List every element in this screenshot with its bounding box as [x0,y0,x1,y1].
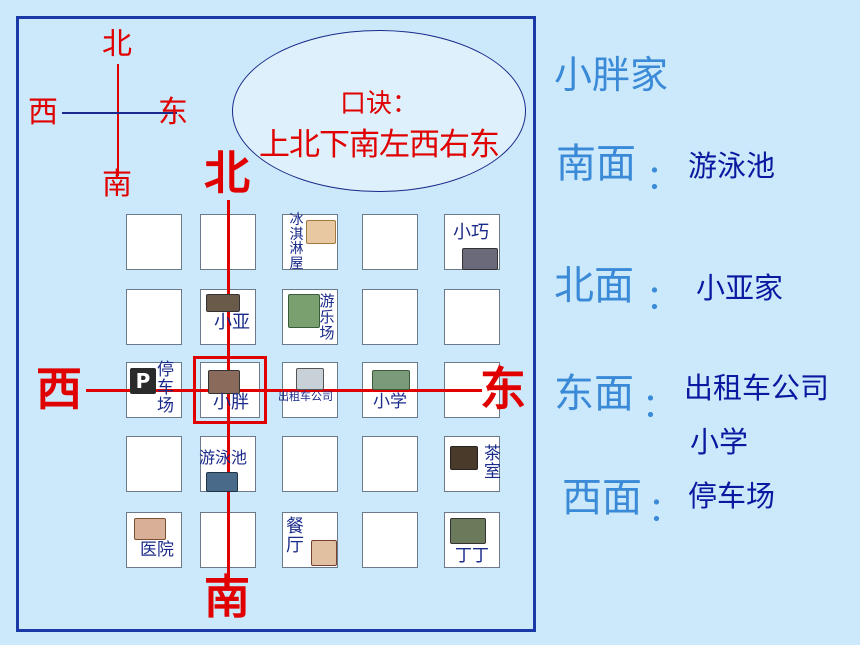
parking-icon: P [130,368,156,394]
place-taxi: 出租车公司 [278,390,333,403]
grid-cell [282,436,338,492]
compass-west: 西 [28,95,58,130]
compass-east: 东 [158,95,188,130]
grid-cell [444,289,500,345]
place-dingding: 丁丁 [455,546,489,566]
compass-south: 南 [102,167,132,202]
west-label: 西面 [562,475,642,521]
school-icon [372,370,410,390]
place-playground: 游乐场 [319,292,335,342]
south-value: 游泳池 [688,149,776,183]
south-label: 南面 [556,141,636,187]
north-value: 小亚家 [696,271,784,305]
grid-cell [126,289,182,345]
place-parking: 停车场 [157,360,174,416]
compass-vertical-line [117,64,119,176]
dingding-avatar-icon [450,518,486,544]
grid-cell [126,436,182,492]
hospital-icon [134,518,166,540]
icecream-icon [306,220,336,244]
map-frame [16,16,536,632]
axis-south: 南 [204,570,250,624]
place-xiaoya: 小亚 [214,312,250,333]
taxi-icon [296,368,324,390]
axis-east: 东 [480,362,526,416]
playground-icon [288,294,320,328]
grid-cell [362,512,418,568]
axis-west: 西 [36,362,82,416]
place-icecream: 冰淇淋屋 [289,212,304,273]
compass-north: 北 [102,27,132,62]
east-value-1: 出租车公司 [684,371,830,405]
west-colon: ： [648,490,682,530]
home-title: 小胖家 [554,53,669,97]
xiaoqiao-avatar-icon [462,248,498,270]
tea-icon [450,446,478,470]
place-pool: 游泳池 [199,448,248,467]
east-value-2: 小学 [690,425,749,459]
axis-north: 北 [204,146,250,200]
compass-horizontal-line [62,112,177,114]
west-east-axis [86,389,482,392]
xiaopang-highlight [193,356,267,424]
restaurant-icon [311,540,337,566]
south-colon: ： [646,158,680,198]
place-hospital: 医院 [140,540,174,560]
grid-cell [126,214,182,270]
xiaopang-avatar-icon [208,370,240,394]
north-colon: ： [646,278,680,318]
east-label: 东面 [554,371,634,417]
mnemonic-title: 口诀： [339,89,418,119]
grid-cell [126,512,182,568]
grid-cell [362,436,418,492]
east-colon: ： [642,386,676,426]
place-school: 小学 [373,392,407,412]
place-xiaoqiao: 小巧 [453,222,489,243]
west-value: 停车场 [688,479,776,513]
grid-cell [362,289,418,345]
place-tea: 茶室 [484,444,501,482]
pool-icon [206,472,238,492]
mnemonic-text: 上北下南左西右东 [259,127,500,163]
xiaoya-avatar-icon [206,294,240,312]
grid-cell [362,214,418,270]
small-compass: 北 西 东 南 [22,26,202,200]
north-label: 北面 [554,263,634,309]
mnemonic-bubble: 口诀： 上北下南左西右东 [232,30,526,192]
place-restaurant: 餐厅 [286,516,304,556]
place-xiaopang: 小胖 [213,392,249,413]
